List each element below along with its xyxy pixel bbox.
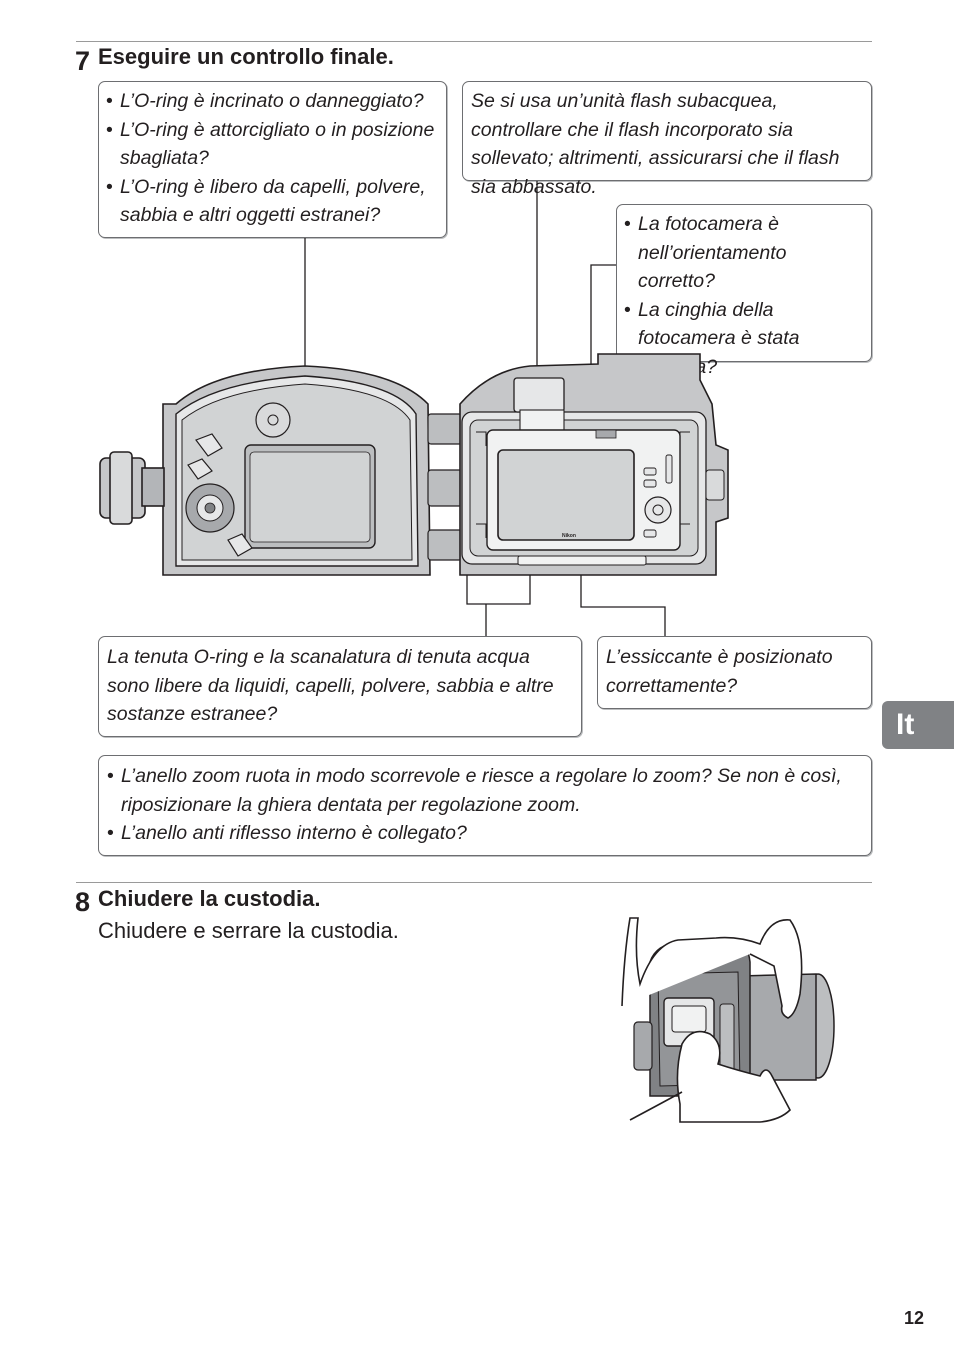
page-number: 12 xyxy=(904,1308,925,1328)
callout-oring-item: L’O-ring è attorcigliato o in posizione … xyxy=(106,116,436,173)
language-tab: It xyxy=(882,701,954,749)
callout-seal: La tenuta O-ring e la scanalatura di ten… xyxy=(98,636,582,737)
callout-oring-check: L’O-ring è incrinato o danneggiato? L’O-… xyxy=(98,81,447,238)
callout-desiccant-text: L’essiccante è posizionato correttamente… xyxy=(606,646,833,697)
step-8-title: Chiudere la custodia. xyxy=(98,886,321,911)
callout-desiccant: L’essiccante è posizionato correttamente… xyxy=(597,636,872,709)
closing-housing-illustration xyxy=(621,917,835,1123)
top-rule xyxy=(76,41,872,42)
callout-zoom-item: L’anello anti riflesso interno è collega… xyxy=(107,819,863,848)
step-8-text: Chiudere e serrare la custodia. xyxy=(98,918,399,943)
callout-zoom-item: L’anello zoom ruota in modo scorrevole e… xyxy=(107,762,863,819)
callout-oring-item: L’O-ring è libero da capelli, polvere, s… xyxy=(106,173,436,230)
callout-orientation-item: La fotocamera è nell’orientamento corret… xyxy=(624,210,865,296)
callout-seal-text: La tenuta O-ring e la scanalatura di ten… xyxy=(107,646,554,725)
step-7-title: Eseguire un controllo finale. xyxy=(98,44,394,69)
callout-zoom: L’anello zoom ruota in modo scorrevole e… xyxy=(98,755,872,856)
callout-flash: Se si usa un’unità flash subacquea, cont… xyxy=(462,81,872,198)
callout-flash-text: Se si usa un’unità flash subacquea, cont… xyxy=(471,90,840,198)
callout-camera-orientation: La fotocamera è nell’orientamento corret… xyxy=(616,204,872,378)
housing-brand-mark: Nikon xyxy=(562,533,576,539)
step-7-number: 7 xyxy=(75,46,91,76)
housing-open-illustration: Nikon xyxy=(99,181,729,636)
step-8-number: 8 xyxy=(75,887,91,917)
step-8-rule xyxy=(76,882,872,883)
callout-oring-item: L’O-ring è incrinato o danneggiato? xyxy=(106,87,436,116)
